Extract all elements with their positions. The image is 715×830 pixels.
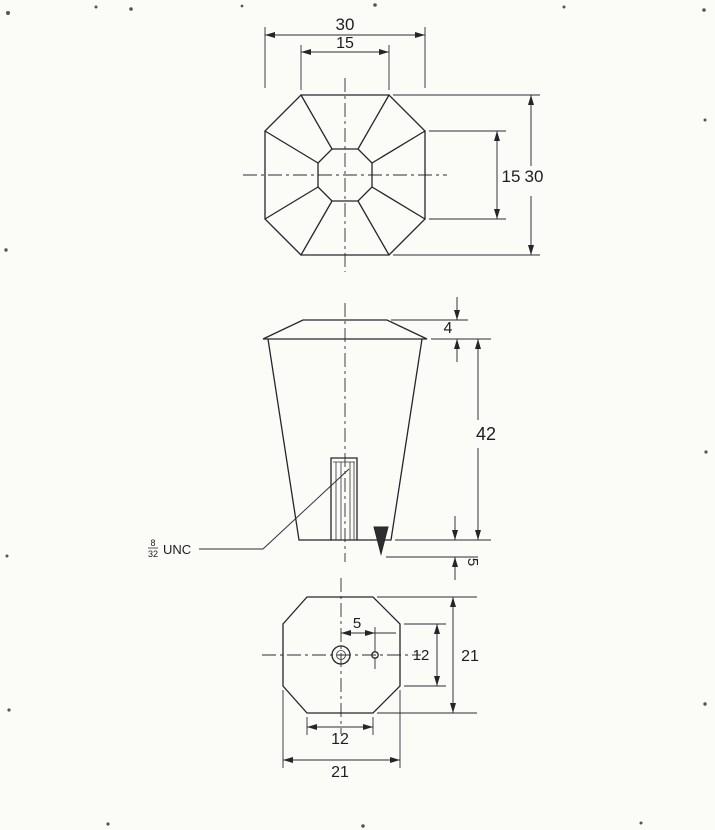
facet-line	[264, 186, 319, 220]
speckle	[4, 248, 8, 252]
arrowhead	[365, 630, 375, 636]
front-view: 8 32 UNC 4 42 5	[148, 297, 496, 580]
center-hole-outer	[331, 645, 351, 665]
center-hole-inner	[336, 650, 346, 660]
dim-top-width-outer: 30	[264, 15, 426, 88]
thread-callout: 8 32 UNC	[148, 468, 350, 559]
speckle	[94, 5, 98, 9]
speckle	[703, 702, 707, 706]
facet-line	[300, 94, 333, 150]
speckle	[6, 11, 10, 15]
dim-label: 30	[525, 167, 544, 186]
speckle	[129, 7, 133, 11]
facet-line	[264, 130, 319, 164]
speckle	[704, 450, 708, 454]
speckle	[639, 821, 643, 825]
dim-label: 15	[336, 35, 354, 52]
speckle	[702, 8, 706, 12]
facet-line	[371, 130, 426, 164]
top-view-facet-lines	[264, 94, 426, 256]
facet-line	[371, 186, 426, 220]
speckle	[562, 5, 566, 9]
dim-body-height: 42	[395, 338, 496, 541]
speckle	[703, 118, 707, 122]
speckle	[373, 3, 377, 7]
scan-speckles	[4, 3, 708, 828]
top-view-centerlines	[243, 78, 447, 272]
top-view: 30 15 15 30	[243, 15, 543, 272]
dim-cap-height: 4	[391, 297, 468, 362]
dim-label: 12	[413, 647, 430, 664]
bottom-view-octagon	[282, 596, 401, 714]
dim-label: 21	[461, 648, 479, 665]
speckle	[361, 824, 365, 828]
dim-label: 30	[336, 15, 355, 34]
dim-label: 15	[502, 167, 521, 186]
dim-hole-offset: 5	[341, 615, 396, 636]
dim-bottom-flat-height: 12	[404, 623, 446, 687]
front-view-spike	[373, 526, 389, 556]
arrowhead	[341, 630, 351, 636]
bottom-view-centerlines	[262, 578, 421, 734]
thread-label: UNC	[163, 542, 191, 557]
dim-label: 5	[464, 558, 481, 566]
leader-line	[262, 468, 350, 550]
dim-label: 21	[331, 764, 349, 781]
front-view-cap	[262, 319, 428, 340]
dim-bottom-width: 21	[282, 690, 401, 781]
speckle	[240, 4, 244, 8]
thread-fraction-numerator: 8	[150, 538, 155, 548]
dim-label: 4	[444, 320, 453, 337]
dim-tip-height: 5	[386, 516, 481, 580]
dim-label: 12	[331, 731, 349, 748]
bottom-view: 5 12 21 12 21	[262, 578, 479, 781]
dim-top-height-inner: 15	[429, 130, 521, 220]
facet-line	[357, 200, 390, 256]
speckle	[5, 554, 9, 558]
front-view-threaded-hole	[330, 457, 358, 541]
front-view-body	[267, 338, 423, 541]
dim-top-height-outer: 30	[393, 94, 544, 256]
dim-bottom-flat-width: 12	[306, 717, 374, 748]
dim-label: 42	[476, 424, 496, 444]
dim-top-width-inner: 15	[300, 35, 390, 90]
thread-fraction-denominator: 32	[148, 549, 158, 559]
facet-line	[300, 200, 333, 256]
dim-bottom-height: 21	[377, 596, 479, 714]
speckle	[7, 708, 11, 712]
facet-line	[357, 94, 390, 150]
dim-label: 5	[353, 615, 361, 632]
speckle	[106, 822, 110, 826]
